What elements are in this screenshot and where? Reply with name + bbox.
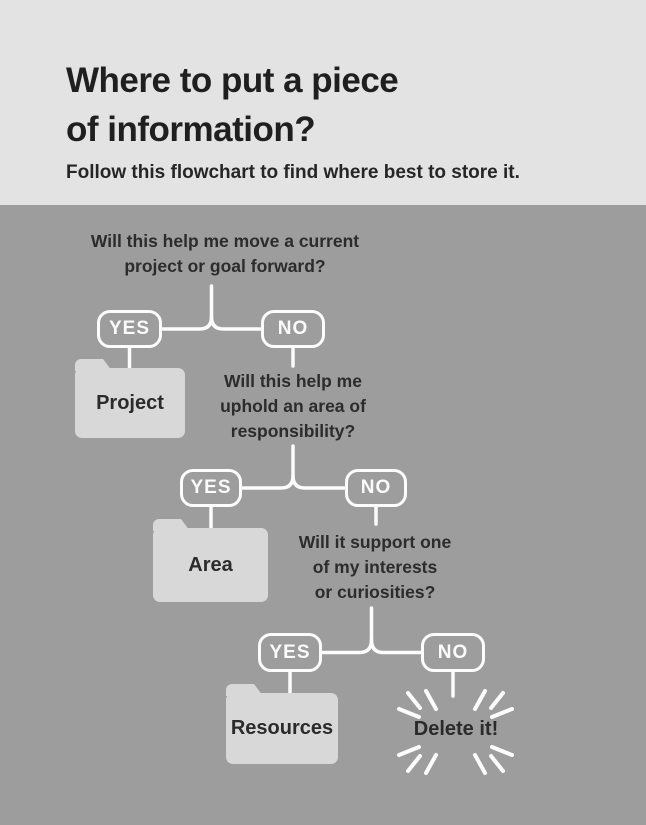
question-3-line1: Will it support one: [298, 532, 452, 552]
folder-project-label: Project: [96, 391, 164, 414]
page-title-line1: Where to put a piece: [66, 61, 399, 100]
yes-box-1: YES: [97, 310, 162, 348]
question-3: Will it support one of my interests or c…: [265, 530, 485, 605]
folder-tab-icon: [75, 359, 112, 371]
no-box-3: NO: [421, 633, 485, 672]
question-2-line1: Will this help me: [224, 371, 362, 391]
question-1-line1: Will this help me move a current: [90, 231, 360, 251]
question-3-line2: of my interests: [312, 557, 438, 577]
header-panel: Where to put a piece of information? Fol…: [0, 0, 646, 205]
folder-resources-label: Resources: [230, 717, 334, 739]
yes-box-2: YES: [180, 469, 242, 507]
no-box-2: NO: [345, 469, 407, 507]
question-2: Will this help me uphold an area of resp…: [183, 369, 403, 444]
folder-resources: Resources: [226, 693, 338, 764]
question-2-line3: responsibility?: [230, 421, 356, 441]
question-1: Will this help me move a current project…: [65, 229, 385, 279]
connector-lines: [127, 284, 455, 698]
page-subtitle: Follow this flowchart to find where best…: [66, 162, 520, 183]
question-1-line2: project or goal forward?: [124, 256, 326, 276]
page-title: Where to put a piece of information?: [66, 56, 399, 154]
folder-project: Project: [75, 368, 185, 438]
page-title-line2: of information?: [66, 110, 316, 149]
delete-label: Delete it!: [413, 718, 499, 740]
folder-tab-icon: [226, 684, 263, 696]
question-3-line3: or curiosities?: [314, 582, 436, 602]
question-2-line2: uphold an area of: [220, 396, 366, 416]
folder-area-label: Area: [188, 553, 233, 576]
no-box-1: NO: [261, 310, 325, 348]
burst-icon: [397, 689, 514, 775]
folder-tab-icon: [153, 519, 190, 531]
folder-area: Area: [153, 528, 268, 602]
yes-box-3: YES: [258, 633, 322, 672]
